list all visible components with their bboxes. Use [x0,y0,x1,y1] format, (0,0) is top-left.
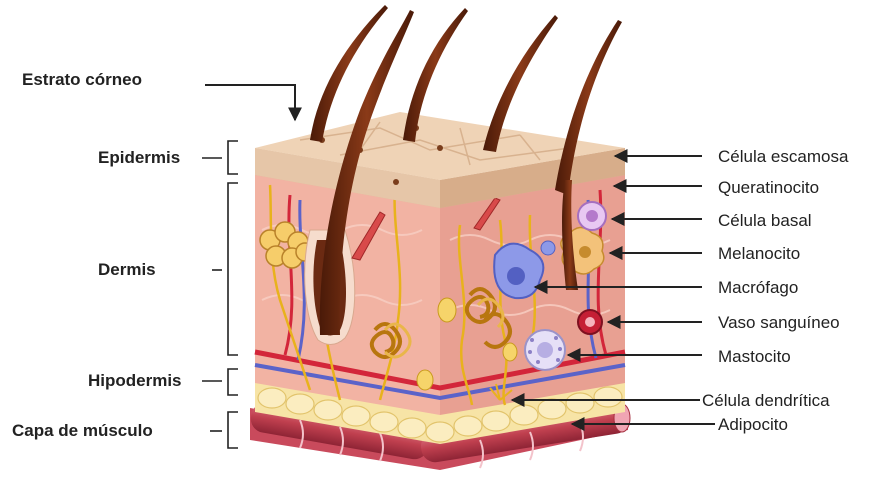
bracket-epidermis [202,141,238,174]
label-macrophage: Macrófago [718,278,798,297]
label-epidermis: Epidermis [98,148,180,167]
label-adipocyte: Adipocito [718,415,788,434]
bracket-hypodermis [202,369,238,395]
label-muscle-layer: Capa de músculo [12,421,153,440]
basal-cell [578,202,606,230]
label-stratum-corneum: Estrato córneo [22,70,142,89]
blood-vessel [578,310,602,334]
label-hypodermis: Hipodermis [88,371,182,390]
label-blood-vessel: Vaso sanguíneo [718,313,840,332]
label-mast-cell: Mastocito [718,347,791,366]
label-dendritic-cell: Célula dendrítica [702,391,830,410]
bracket-muscle-layer [210,412,238,448]
arrow-stratum-corneum [205,85,295,120]
label-dermis: Dermis [98,260,156,279]
mast-cell [525,330,565,370]
label-melanocyte: Melanocito [718,244,800,263]
label-keratinocyte: Queratinocito [718,178,819,197]
bracket-dermis [212,183,238,355]
label-squamous-cell: Célula escamosa [718,147,849,166]
label-basal-cell: Célula basal [718,211,812,230]
left-annotations: Estrato córneo Epidermis Dermis Hipoderm… [12,70,295,448]
